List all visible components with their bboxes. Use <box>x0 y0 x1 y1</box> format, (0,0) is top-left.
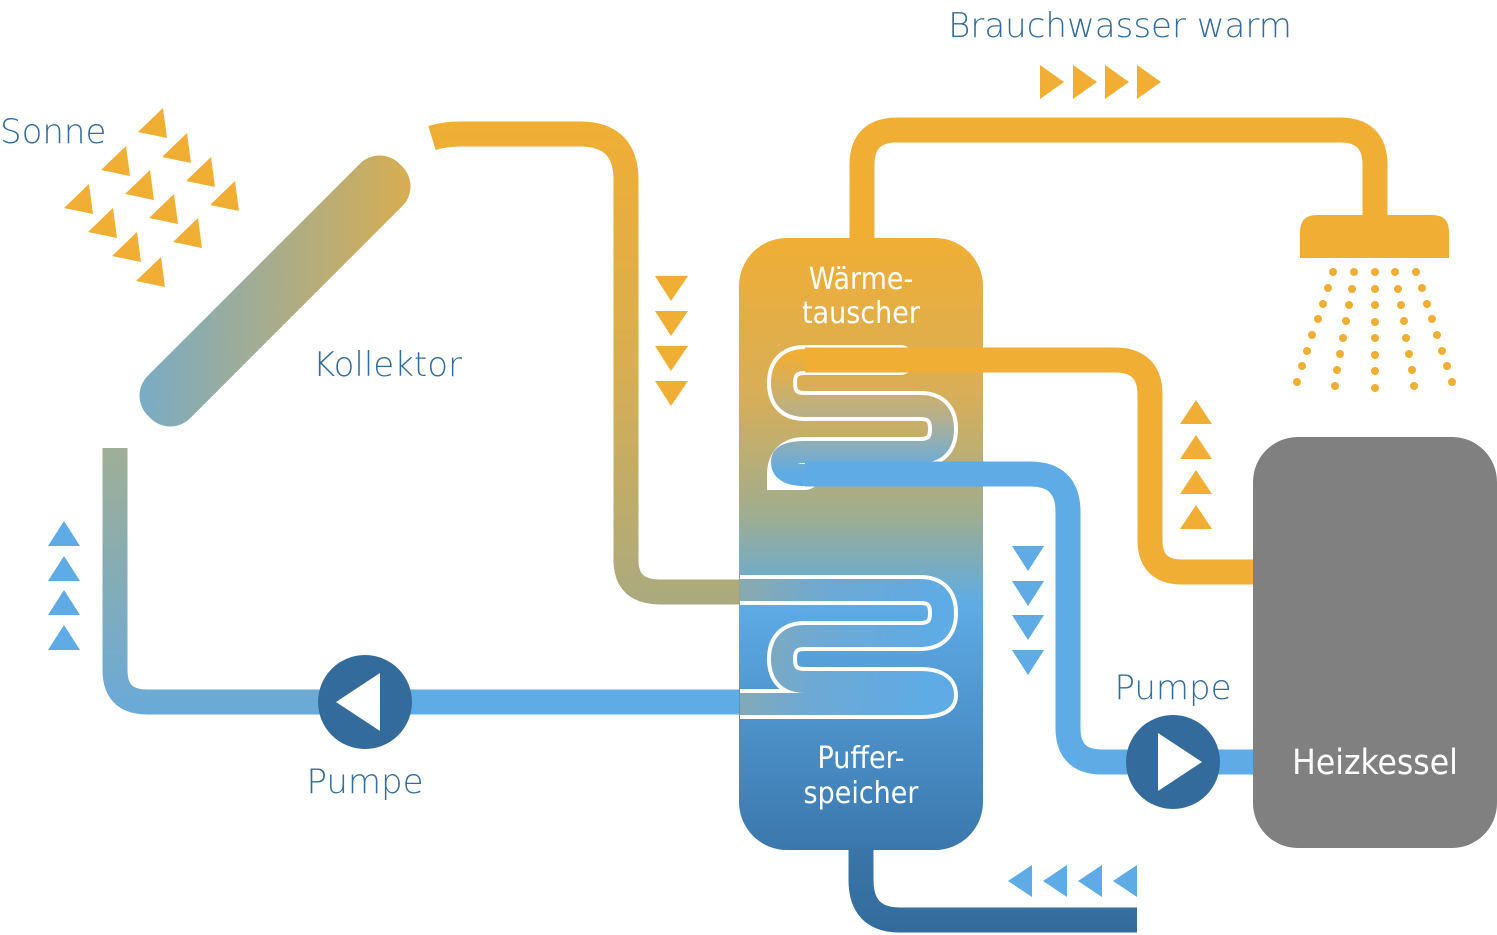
pump-boiler[interactable] <box>1126 715 1220 809</box>
boiler-return-pipe <box>805 461 1260 775</box>
hot-water-pipe <box>849 117 1388 240</box>
label-collector: Kollektor <box>313 345 462 385</box>
flow-arrows-down-boiler-return <box>1012 546 1044 675</box>
heat-exchanger-coil-lower <box>740 575 958 719</box>
pump-direction-left-icon <box>336 673 380 731</box>
label-pump-solar: Pumpe <box>306 762 423 802</box>
flow-arrows-up-collector-return <box>48 521 80 650</box>
flow-arrows-left-cold-water <box>1008 865 1137 897</box>
flow-arrows-right-hot-water <box>1040 65 1161 99</box>
label-buffer-line1: Puffer- <box>818 741 905 776</box>
cold-water-inlet-pipe <box>848 848 1137 933</box>
label-pump-boiler: Pumpe <box>1114 668 1231 708</box>
pump-solar[interactable] <box>318 655 412 749</box>
flow-arrows-down-collector-flow <box>655 276 688 406</box>
shower-icon <box>1293 215 1456 392</box>
label-heat-exchanger-line1: Wärme- <box>809 262 914 297</box>
label-buffer-line2: speicher <box>804 776 920 811</box>
label-heat-exchanger-line2: tauscher <box>802 296 921 331</box>
solar-return-pipe <box>102 448 330 715</box>
flow-arrows-up-boiler-flow <box>1180 400 1212 529</box>
collector <box>118 124 440 454</box>
solar-flow-pipe <box>428 121 740 605</box>
shower-water-drops <box>1293 268 1456 392</box>
boiler <box>1253 437 1497 848</box>
label-sun: Sonne <box>0 112 106 152</box>
label-hot-water: Brauchwasser warm <box>948 6 1292 46</box>
label-boiler: Heizkessel <box>1292 743 1458 783</box>
pump-direction-right-icon <box>1158 733 1202 791</box>
sun-rays-icon <box>64 108 239 287</box>
boiler-flow-pipe <box>805 347 1260 585</box>
